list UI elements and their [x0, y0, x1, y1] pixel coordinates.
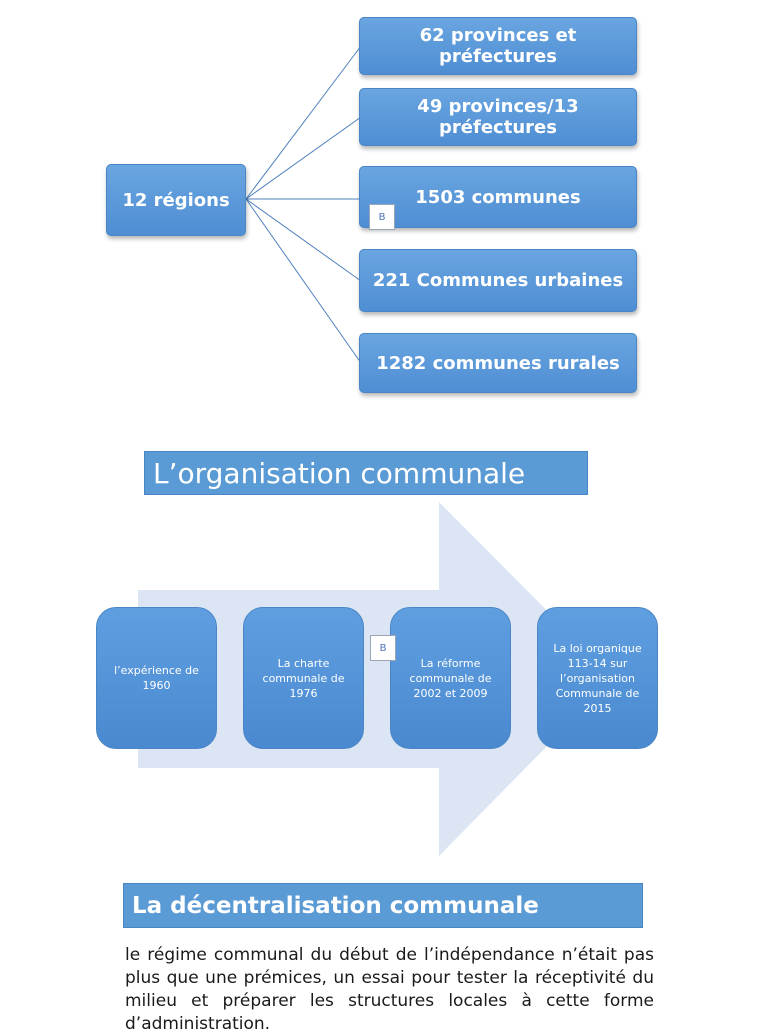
process-arrow — [138, 502, 614, 856]
child-node-communes: 1503 communes — [359, 166, 637, 228]
child-node-communes-rurales: 1282 communes rurales — [359, 333, 637, 393]
section-title-organisation: L’organisation communale — [144, 451, 588, 495]
connector-line — [245, 116, 362, 200]
root-node-regions: 12 régions — [106, 164, 246, 236]
connector-line — [245, 198, 362, 282]
hierarchy-connectors — [245, 45, 362, 364]
child-node-provinces-split: 49 provinces/13 préfectures — [359, 88, 637, 146]
child-node-communes-urbaines: 221 Communes urbaines — [359, 249, 637, 312]
child-node-provinces-prefectures: 62 provinces et préfectures — [359, 17, 637, 75]
timeline-step-2015: La loi organique 113-14 sur l’organisati… — [537, 607, 658, 749]
timeline-step-2002-2009: La réforme communale de 2002 et 2009 — [390, 607, 511, 749]
connector-line — [245, 45, 362, 200]
connector-line — [245, 198, 362, 364]
timeline-step-1976: La charte communale de 1976 — [243, 607, 364, 749]
section-title-decentralisation: La décentralisation communale — [123, 883, 643, 928]
anchor-marker: B — [369, 204, 395, 230]
anchor-marker: B — [370, 635, 396, 661]
timeline-step-1960: l’expérience de 1960 — [96, 607, 217, 749]
body-paragraph: le régime communal du début de l’indépen… — [125, 945, 654, 1034]
